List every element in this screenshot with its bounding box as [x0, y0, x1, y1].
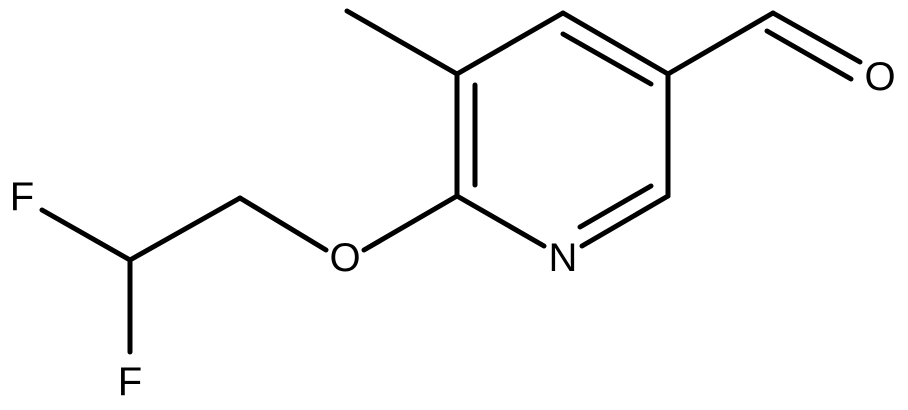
ring-nitrogen-label: N: [549, 236, 578, 280]
ether-o-to-ch2-bond: [237, 195, 329, 253]
ch2-to-chf2-bond: [127, 195, 243, 263]
ring-bond-c6-n-inner: [577, 183, 654, 230]
aldehyde-c-bond: [665, 10, 776, 77]
aldehyde-co-double-bond-a: [770, 10, 863, 65]
fluorine-lower-label: F: [118, 360, 142, 404]
fluorine-upper-label: F: [10, 175, 34, 219]
ring-to-ether-o-bond: [361, 193, 460, 253]
chf2-to-f-upper-bond: [39, 207, 133, 263]
aldehyde-co-double-bond-b: [764, 28, 854, 82]
ring-bond-n-c2: [454, 193, 547, 249]
ring-bond-c6-n: [579, 193, 671, 249]
ether-oxygen-label: O: [329, 236, 360, 280]
methyl-bond: [344, 8, 460, 77]
aldehyde-oxygen-label: O: [864, 55, 895, 99]
ring-bond-c4-c5: [560, 10, 671, 77]
ring-bond-c3-c4: [454, 10, 566, 77]
ring-bond-c4-c5-inner: [560, 31, 654, 87]
